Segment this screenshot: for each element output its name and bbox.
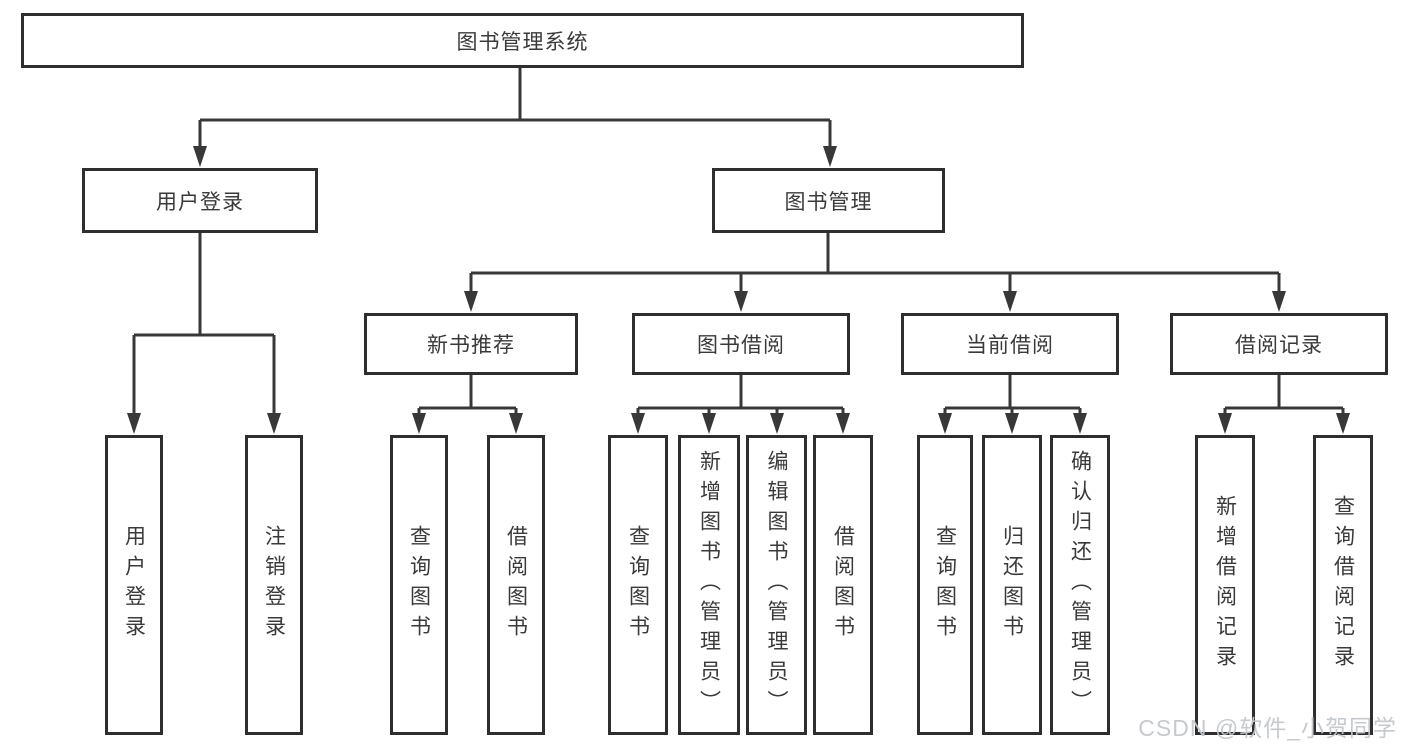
leaf-edit-book-admin: 编辑图书（管理员） xyxy=(746,435,807,735)
node-user-login: 用户登录 xyxy=(82,168,318,233)
arrowheads xyxy=(127,146,1350,434)
leaf-current-query-books: 查询图书 xyxy=(917,435,973,735)
leaf-logout: 注销登录 xyxy=(245,435,303,735)
leaf-recommend-query-books: 查询图书 xyxy=(390,435,448,735)
node-borrow-records: 借阅记录 xyxy=(1170,313,1388,375)
leaf-query-borrow-record: 查询借阅记录 xyxy=(1313,435,1373,735)
leaf-borrow-borrow-books: 借阅图书 xyxy=(813,435,873,735)
node-book-borrow: 图书借阅 xyxy=(632,313,850,375)
leaf-add-borrow-record: 新增借阅记录 xyxy=(1195,435,1255,735)
node-current-borrow: 当前借阅 xyxy=(901,313,1119,375)
node-book-management: 图书管理 xyxy=(712,168,945,233)
leaf-recommend-borrow-books: 借阅图书 xyxy=(487,435,545,735)
leaf-confirm-return-admin: 确认归还（管理员） xyxy=(1050,435,1110,735)
node-library-management-system: 图书管理系统 xyxy=(21,13,1024,68)
leaf-return-books: 归还图书 xyxy=(982,435,1042,735)
node-new-book-recommend: 新书推荐 xyxy=(364,313,578,375)
leaf-borrow-query-books: 查询图书 xyxy=(608,435,668,735)
csdn-watermark: CSDN @软件_小贺同学 xyxy=(1138,715,1397,741)
leaf-add-book-admin: 新增图书（管理员） xyxy=(678,435,740,735)
leaf-user-login: 用户登录 xyxy=(105,435,163,735)
